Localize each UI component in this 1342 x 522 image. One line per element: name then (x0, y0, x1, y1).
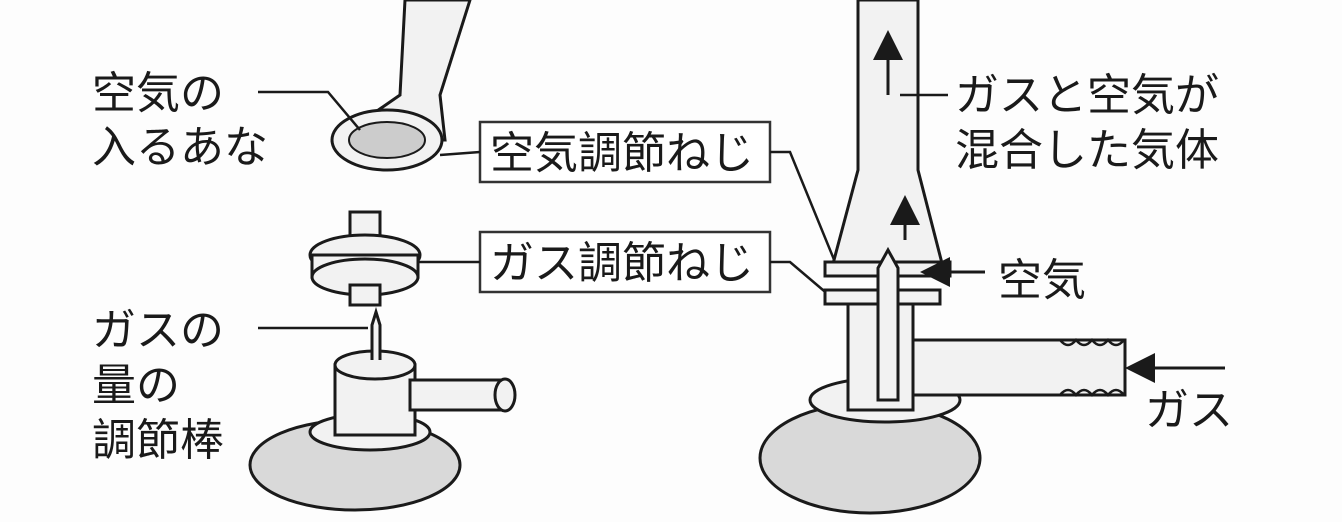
mixed-gas-line2: 混合した気体 (955, 125, 1219, 176)
air-hole-line2: 入るあな (92, 122, 268, 173)
label-gas-rod: ガスの 量の 調節棒 (92, 305, 368, 466)
label-mixed-gas: ガスと空気が 混合した気体 (900, 70, 1219, 176)
label-gas-screw: ガス調節ねじ (418, 230, 831, 297)
label-air-hole: 空気の 入るあな (92, 68, 361, 173)
gas-rod-line1: ガスの (92, 305, 224, 356)
right-burner-section (758, 0, 1127, 515)
label-gas: ガス (1125, 353, 1233, 436)
label-air-screw: 空気調節ねじ (439, 120, 837, 263)
mixed-gas-line1: ガスと空気が (955, 70, 1219, 121)
air-hole-line1: 空気の (92, 68, 224, 119)
gas-label: ガス (1145, 385, 1233, 436)
air-label: 空気 (998, 255, 1086, 306)
burner-base-left (248, 306, 517, 512)
gas-adjusting-screw-part (308, 210, 422, 307)
burner-tube-top (330, 0, 472, 172)
gas-screw-label: ガス調節ねじ (490, 238, 754, 289)
left-burner-exploded (248, 0, 517, 512)
air-screw-label: 空気調節ねじ (490, 128, 754, 179)
gas-rod-line2: 量の (92, 360, 180, 411)
gas-rod-line3: 調節棒 (92, 415, 224, 466)
label-air: 空気 (920, 255, 1086, 306)
